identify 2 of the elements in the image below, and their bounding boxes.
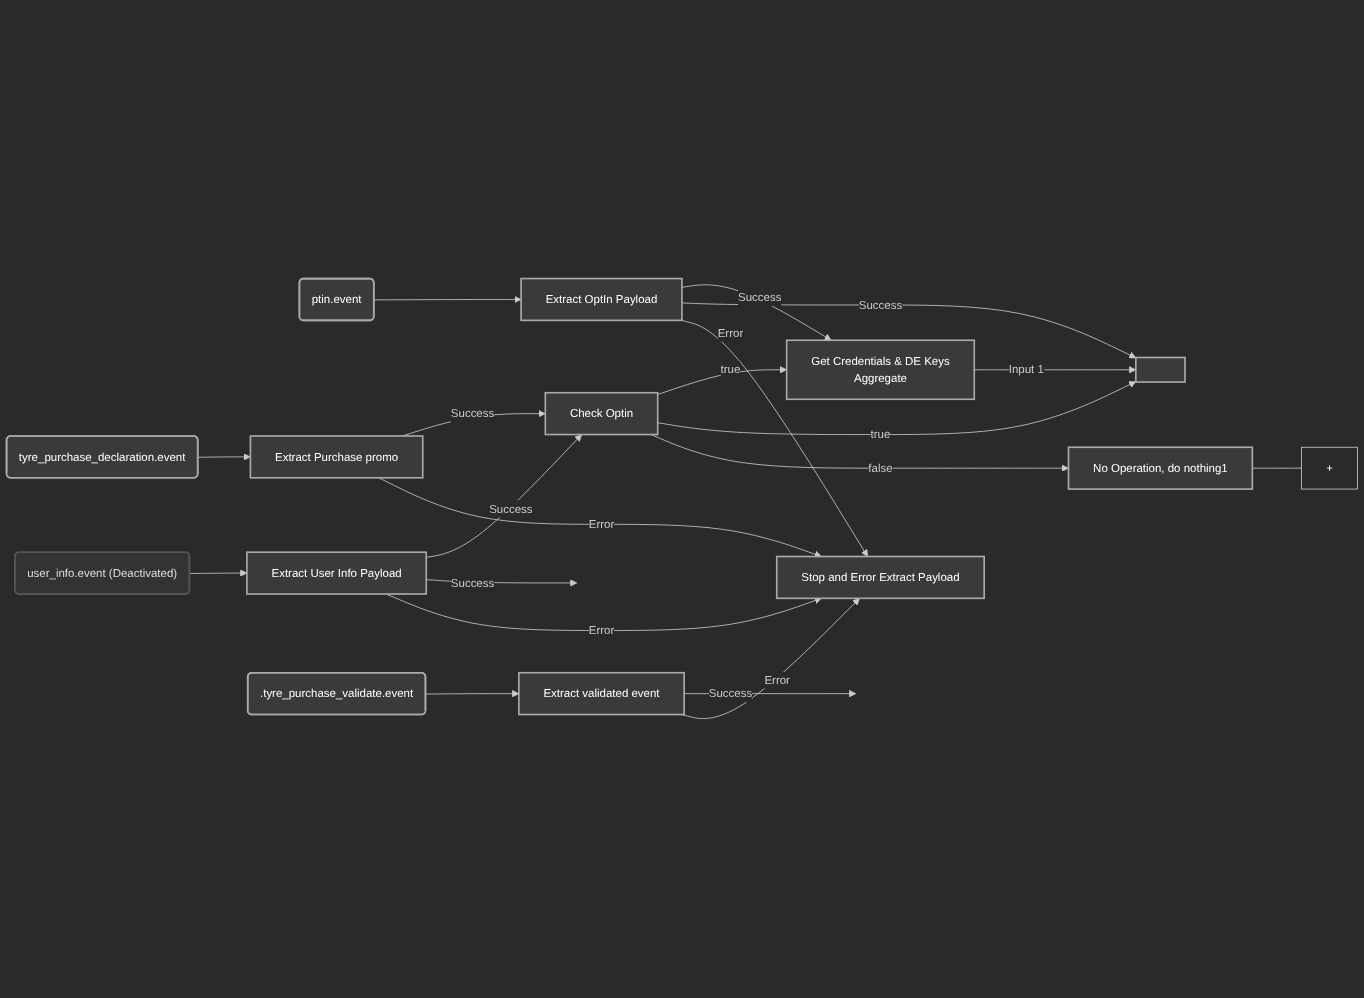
connector — [1251, 468, 1302, 469]
node-box — [1135, 357, 1186, 384]
